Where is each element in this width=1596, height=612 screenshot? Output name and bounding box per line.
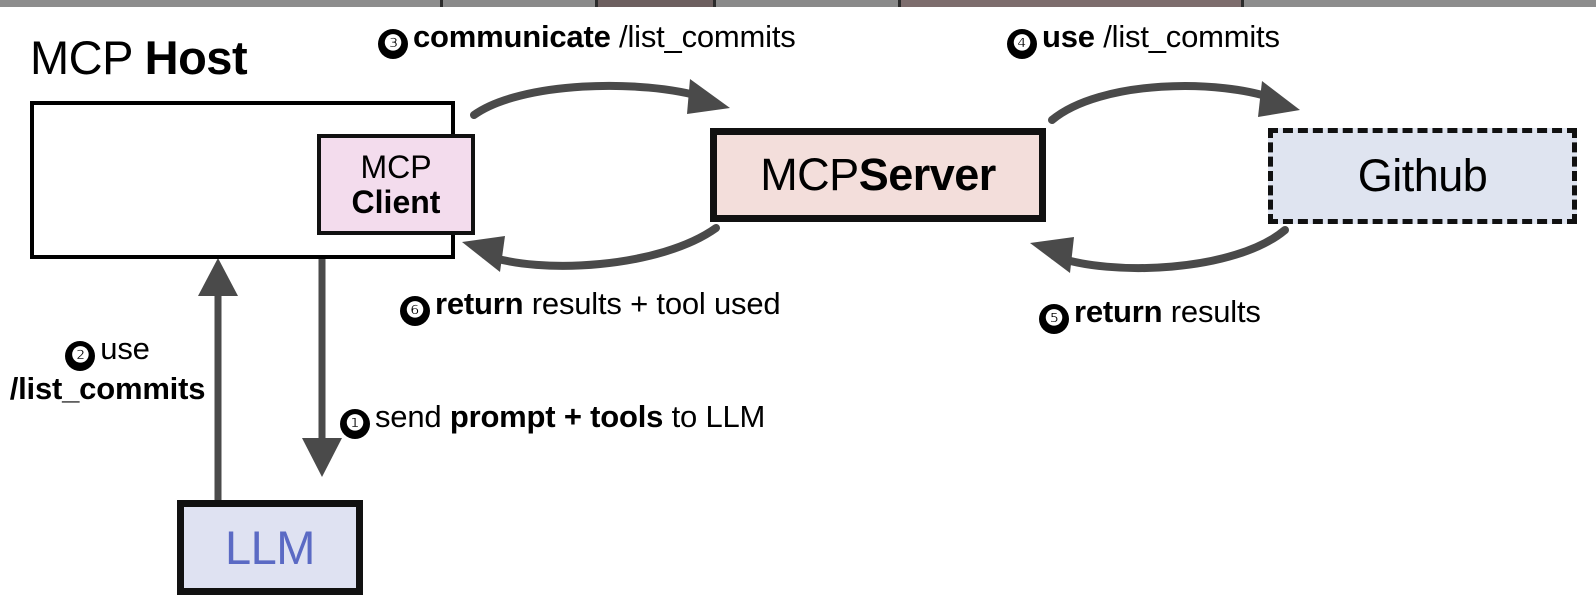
arrow-client-to-llm <box>302 235 342 477</box>
node-github[interactable]: Github <box>1268 128 1577 224</box>
step-3-bold: communicate <box>413 19 611 54</box>
host-title-bold: Host <box>144 31 248 84</box>
strip-segment <box>598 0 713 7</box>
step-2-line2: /list_commits <box>9 371 206 406</box>
mcp-server-label-bold: Server <box>858 149 997 200</box>
mcp-client-line2: Client <box>351 183 441 220</box>
step-4-regular: /list_commits <box>1094 19 1280 54</box>
node-mcp-server[interactable]: MCP Server <box>710 128 1046 222</box>
arrow-server-to-client <box>462 224 720 272</box>
step-4-bold: use <box>1042 19 1095 54</box>
mcp-server-label-regular: MCP <box>760 149 859 200</box>
step-badge-2: ❷ <box>65 341 96 371</box>
step-badge-3: ❸ <box>378 29 408 59</box>
step-badge-6: ❻ <box>400 296 430 326</box>
step-2-line1: use <box>100 331 150 366</box>
strip-segment <box>0 0 440 7</box>
llm-label: LLM <box>225 521 315 574</box>
strip-segment <box>901 0 1241 7</box>
step-3-regular: /list_commits <box>610 19 796 54</box>
step-badge-5: ❺ <box>1039 304 1069 334</box>
strip-segment <box>1241 0 1244 7</box>
strip-segment <box>898 0 901 7</box>
arrow-github-to-server <box>1030 226 1289 273</box>
step-1-bold: prompt + tools <box>449 399 664 434</box>
step-5-regular: results <box>1162 294 1261 329</box>
step-6-bold: return <box>435 286 524 321</box>
github-label: Github <box>1357 150 1488 201</box>
strip-segment <box>443 0 595 7</box>
step-1-regular-b: to LLM <box>663 399 766 434</box>
step-badge-1: ❶ <box>340 409 370 439</box>
strip-segment <box>595 0 598 7</box>
step-6-regular: results + tool used <box>523 286 781 321</box>
step-1-regular-a: send <box>375 399 450 434</box>
mcp-client-line1: MCP <box>360 149 432 186</box>
arrow-llm-to-host <box>198 258 238 500</box>
node-mcp-client[interactable]: MCP Client <box>317 134 475 235</box>
step-badge-4: ❹ <box>1007 29 1037 59</box>
arrow-client-to-server <box>470 79 730 119</box>
host-title-regular: MCP <box>30 31 145 84</box>
strip-segment <box>716 0 898 7</box>
node-llm[interactable]: LLM <box>177 500 363 595</box>
arrow-server-to-github <box>1048 81 1300 124</box>
strip-segment <box>440 0 443 7</box>
step-5-bold: return <box>1074 294 1163 329</box>
strip-segment <box>713 0 716 7</box>
top-artifact-strip <box>0 0 1596 7</box>
page-title: MCP Host <box>30 31 248 84</box>
strip-segment <box>1244 0 1596 7</box>
